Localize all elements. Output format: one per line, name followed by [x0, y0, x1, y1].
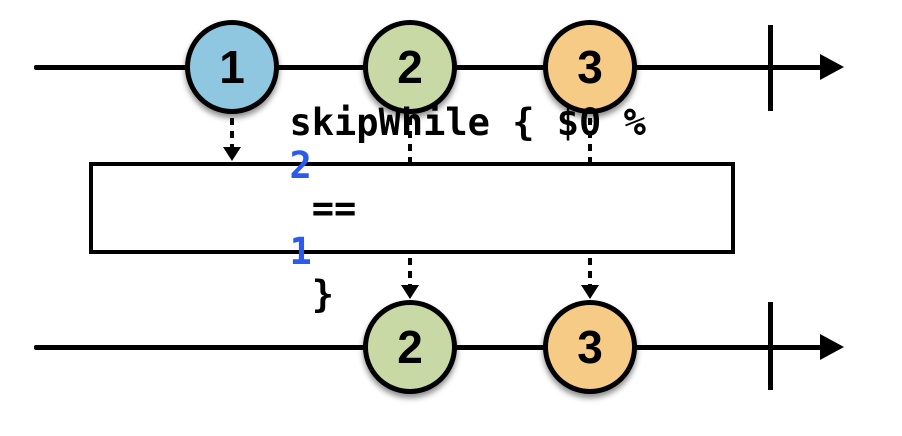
input-marble-2: 2 — [363, 20, 457, 114]
output-marble-3: 3 — [543, 300, 637, 394]
output-marble-3-label: 3 — [577, 321, 603, 373]
connector-marble3-to-operator — [588, 118, 592, 164]
input-marble-1-label: 1 — [219, 41, 245, 93]
output-timeline-arrow-icon — [820, 334, 844, 360]
connector-operator-to-marble3 — [588, 258, 592, 286]
connector-marble2-to-operator — [408, 118, 412, 164]
input-timeline-arrow-icon — [820, 54, 844, 80]
connector-operator-marble2-arrow-icon — [401, 285, 419, 299]
input-marble-3: 3 — [543, 20, 637, 114]
operator-code: skipWhile { $0 % 2 == 1 } — [156, 58, 668, 359]
output-completion-bar — [768, 302, 773, 390]
code-segment: skipWhile { $0 % — [289, 100, 669, 144]
output-marble-2-label: 2 — [397, 321, 423, 373]
operator-box: skipWhile { $0 % 2 == 1 } — [89, 101, 735, 316]
code-segment: == — [289, 186, 379, 230]
input-marble-2-label: 2 — [397, 41, 423, 93]
code-segment-accent: 1 — [289, 229, 312, 273]
output-marble-2: 2 — [363, 300, 457, 394]
connector-marble1-arrow-icon — [223, 147, 241, 161]
input-completion-bar — [768, 25, 773, 111]
code-segment: } — [289, 272, 335, 316]
input-marble-3-label: 3 — [577, 41, 603, 93]
code-segment-accent: 2 — [289, 143, 312, 187]
connector-operator-to-marble2 — [408, 258, 412, 286]
connector-marble1-to-operator — [230, 118, 234, 148]
connector-operator-marble3-arrow-icon — [581, 285, 599, 299]
input-marble-1: 1 — [185, 20, 279, 114]
